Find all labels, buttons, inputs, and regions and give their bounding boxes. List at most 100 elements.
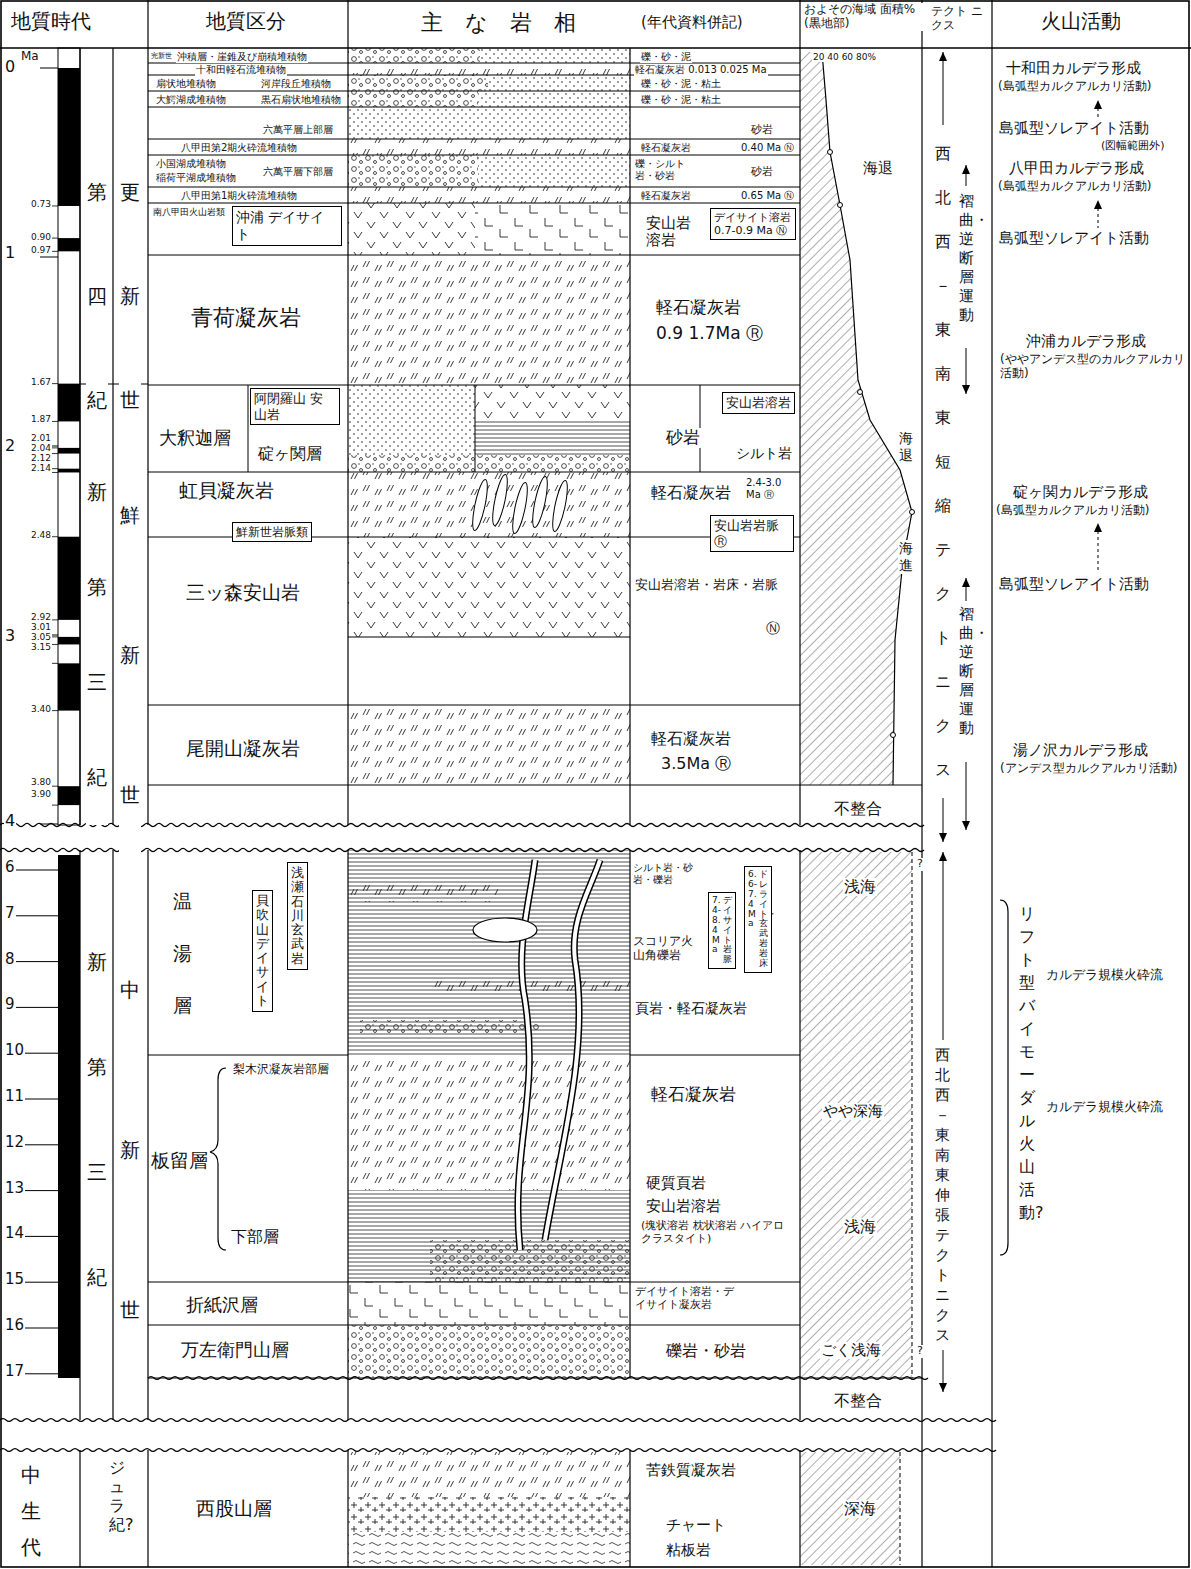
rock-pattern [360,1020,540,1034]
chart-line [52,636,58,637]
box-text: 浅瀬石川玄武岩 [291,866,304,966]
text-label: 島弧型ソレアイト活動 [998,230,1150,247]
sea-curve [822,52,912,785]
chart-line [52,663,58,664]
box-text: デイサイト溶岩 [714,211,792,224]
text-label: デイサイト溶岩・デイサイト凝灰岩 [634,1286,741,1311]
text-label: 小国湖成堆積物 [155,158,227,170]
box-text: 安山岩溶岩 [726,395,791,411]
text-label: Ⓝ [765,620,781,636]
sill-symbol [473,918,537,942]
vertical-label: 第四紀 [86,140,108,452]
rock-pattern [348,75,488,91]
text-label: 不整合 [833,1392,883,1410]
chart-line [966,762,967,830]
sea-area [800,1452,900,1565]
text-label: 12 [4,1134,25,1151]
chart-line [52,536,58,537]
arrow-head [962,578,970,587]
dike-symbol [545,860,600,1240]
text-label: 軽石凝灰岩 [640,190,692,202]
text-label: 浅海 [843,1218,877,1236]
chart-line [52,644,58,645]
dike-symbol [550,480,571,533]
vertical-label: 西北西－東南東伸張テクトニクス [934,1045,951,1345]
text-label: 下部層 [230,1228,280,1246]
rock-pattern [348,48,480,63]
arrow-head [939,833,947,842]
text-label: 頁岩・軽石凝灰岩 [634,1000,748,1016]
chart-line [14,870,58,871]
text-label: 6 [4,859,16,876]
chart-line [1098,531,1099,573]
chart-line [40,68,58,69]
chart-line [921,0,922,1567]
text-label: 3.40 [30,704,52,714]
rock-pattern [348,187,630,203]
rock-pattern [488,75,630,91]
chart-line [148,1282,800,1283]
text-label: 0.65 Ma Ⓝ [740,190,795,202]
text-label: 大鰐湖成堆積物 [155,94,227,106]
dike-symbol [530,476,551,529]
vertical-label: 新第三紀 [86,910,108,1330]
formation-box: 沖浦 デイサイト [232,206,342,246]
text-label: 安山岩溶岩 [645,215,697,250]
text-label: 深海 [843,1500,877,1518]
text-label: ? [916,1345,924,1358]
box-text: デイサイト岩脈 [723,896,732,965]
text-label: 2.48 [30,530,52,540]
text-label: 2.14 [30,463,52,473]
chart-line [52,453,58,454]
vertical-box: 浅瀬石川玄武岩 [287,862,308,970]
text-label: 折紙沢層 [185,1295,259,1316]
chart-line [147,1450,148,1567]
text-label: 2.01 [30,433,52,443]
text-label: 10 [4,1042,25,1059]
text-label: ? [916,858,924,871]
text-label: 西股山層 [195,1498,273,1520]
text-label: 11 [4,1088,25,1105]
chart-line [148,472,800,473]
text-label: 大釈迦層 [158,428,232,449]
text-label: 浅海 [843,878,877,896]
rock-pattern [348,91,478,107]
rock-pattern [348,107,630,139]
arrow-head [1094,100,1102,109]
text-label: 17 [4,1363,25,1380]
text-label: 碇ヶ関層 [257,445,323,463]
rock-pattern [348,1190,630,1282]
dike-symbol [470,479,491,532]
text-label: 黒石扇状地堆積物 [260,94,342,106]
chart-line [900,1452,901,1565]
vertical-label: 温湯層 [172,875,193,1031]
arrow-head [1094,200,1102,209]
box-text: 阿閉羅山 安山岩 [254,391,336,422]
text-label: 河岸段丘堆積物 [260,78,332,90]
normal-polarity [58,537,80,620]
vertical-label: 更新世 [119,140,141,452]
chart-line [14,961,58,962]
text-label: 沖積層・崖錐及び崩積堆積物 [176,51,308,63]
chart-line [148,1055,348,1056]
chart-line [148,107,800,108]
text-label: 2.12 [30,453,52,463]
box-text: 7.4-8.4 Ma [712,896,721,965]
dike-symbol [490,474,511,527]
vertical-label: 褶曲・逆断層運動 [958,605,975,738]
text-label: 硬質頁岩 [645,1175,707,1192]
rock-pattern [348,472,630,537]
text-label: 礫岩・砂岩 [665,1342,747,1360]
rock-pattern [348,705,630,785]
text-label: 9 [4,996,16,1013]
vertical-label: 褶曲・逆断層運動 [958,192,975,325]
text-label: 十和田軽石流堆積物 [195,64,287,76]
text-label: 0 [4,58,16,76]
text-label: (島弧型カルクアルカリ活動) [997,180,1152,194]
vertical-label: 鮮新世 [119,445,141,865]
chart-line [14,915,58,916]
text-label: 8 [4,951,16,968]
text-label: 砂岩 [750,124,774,137]
sea-area [800,852,912,1378]
rock-pattern [478,91,630,107]
